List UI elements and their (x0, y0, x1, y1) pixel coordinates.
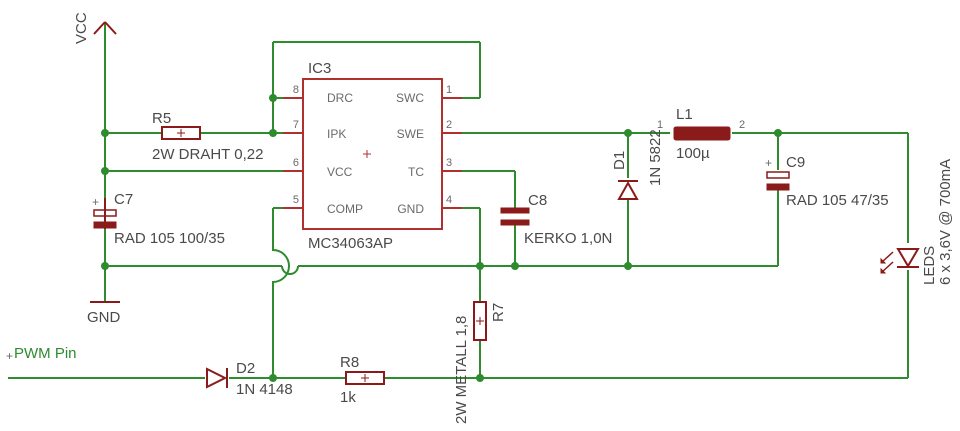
junction-dot (476, 374, 484, 382)
leds-name: LEDS (921, 246, 938, 285)
d2-value: 1N 4148 (236, 381, 293, 398)
ic-part: MC34063AP (308, 235, 393, 252)
r5-name: R5 (152, 110, 171, 127)
junctions (101, 94, 782, 382)
pwm-input: PWM Pin + (6, 345, 77, 363)
junction-dot (101, 167, 109, 175)
ic-pin-name: COMP (327, 202, 363, 216)
capacitor-c7: + C7 RAD 105 100/35 (92, 191, 225, 247)
d1-value: 1N 5822 (647, 129, 664, 186)
junction-dot (269, 94, 277, 102)
r8-value: 1k (340, 389, 356, 406)
ic-pin-name: SWE (397, 127, 424, 141)
junction-dot (269, 374, 277, 382)
c7-name: C7 (114, 191, 133, 208)
vcc-symbol: VCC (73, 12, 117, 44)
ic-name: IC3 (308, 60, 331, 77)
ic-pin-number: 6 (293, 157, 299, 169)
c8-name: C8 (528, 192, 547, 209)
r7-name: R7 (490, 303, 507, 322)
r5-value: 2W DRAHT 0,22 (152, 146, 263, 163)
d2-name: D2 (236, 360, 255, 377)
ic3: IC3 MC34063AP DRC IPK VCC COMP 8 7 6 5 S… (283, 60, 462, 252)
junction-dot (774, 129, 782, 137)
ic-pin-name: VCC (327, 165, 353, 179)
ic-pin-number: 4 (446, 194, 452, 206)
ic-pin-name: GND (397, 202, 424, 216)
led-string: LEDS 6 x 3,6V @ 700mA (880, 159, 954, 285)
l1-pin-number: 2 (739, 119, 745, 131)
ic-pin-number: 8 (293, 84, 299, 96)
ic-pin-name: TC (408, 165, 424, 179)
junction-dot (511, 262, 519, 270)
gnd-label: GND (87, 309, 121, 326)
resistor-r5: R5 2W DRAHT 0,22 (152, 110, 263, 163)
diode-d1: D1 1N 5822 (611, 129, 664, 200)
ic-pin-number: 1 (446, 84, 452, 96)
junction-dot (476, 262, 484, 270)
diode-d2: D2 1N 4148 (206, 360, 293, 398)
junction-dot (624, 262, 632, 270)
leds-value: 6 x 3,6V @ 700mA (937, 159, 954, 285)
pwm-label: PWM Pin (14, 345, 77, 362)
ic-pin-number: 7 (293, 119, 299, 131)
svg-text:+: + (92, 195, 99, 209)
junction-dot (269, 129, 277, 137)
inductor-l1: L1 100µ 1 2 (657, 106, 745, 162)
d1-name: D1 (611, 151, 628, 170)
ic-pin-number: 2 (446, 119, 452, 131)
ic-pin-name: IPK (327, 127, 346, 141)
ic-pin-number: 5 (293, 194, 299, 206)
capacitor-c9: + C9 RAD 105 47/35 (765, 154, 889, 209)
l1-name: L1 (676, 106, 693, 123)
svg-text:+: + (765, 156, 772, 170)
c8-value: KERKO 1,0N (524, 230, 612, 247)
gnd-symbol: GND (87, 301, 121, 326)
c9-value: RAD 105 47/35 (786, 192, 889, 209)
r8-name: R8 (340, 354, 359, 371)
ic-pin-number: 3 (446, 157, 452, 169)
l1-value: 100µ (676, 145, 710, 162)
c9-name: C9 (786, 154, 805, 171)
ic-pin-name: DRC (327, 91, 353, 105)
l1-pin-number: 1 (657, 119, 663, 131)
r7-value: 2W METALL 1,8 (453, 316, 470, 424)
junction-dot (101, 262, 109, 270)
svg-text:+: + (6, 349, 13, 363)
wires (8, 22, 909, 379)
vcc-label: VCC (73, 12, 90, 44)
resistor-r7: R7 2W METALL 1,8 (453, 301, 507, 424)
junction-dot (624, 129, 632, 137)
c7-value: RAD 105 100/35 (114, 230, 225, 247)
junction-dot (101, 129, 109, 137)
capacitor-c8: C8 KERKO 1,0N (500, 192, 612, 247)
ic-pin-name: SWC (396, 91, 424, 105)
resistor-r8: R8 1k (340, 354, 385, 406)
